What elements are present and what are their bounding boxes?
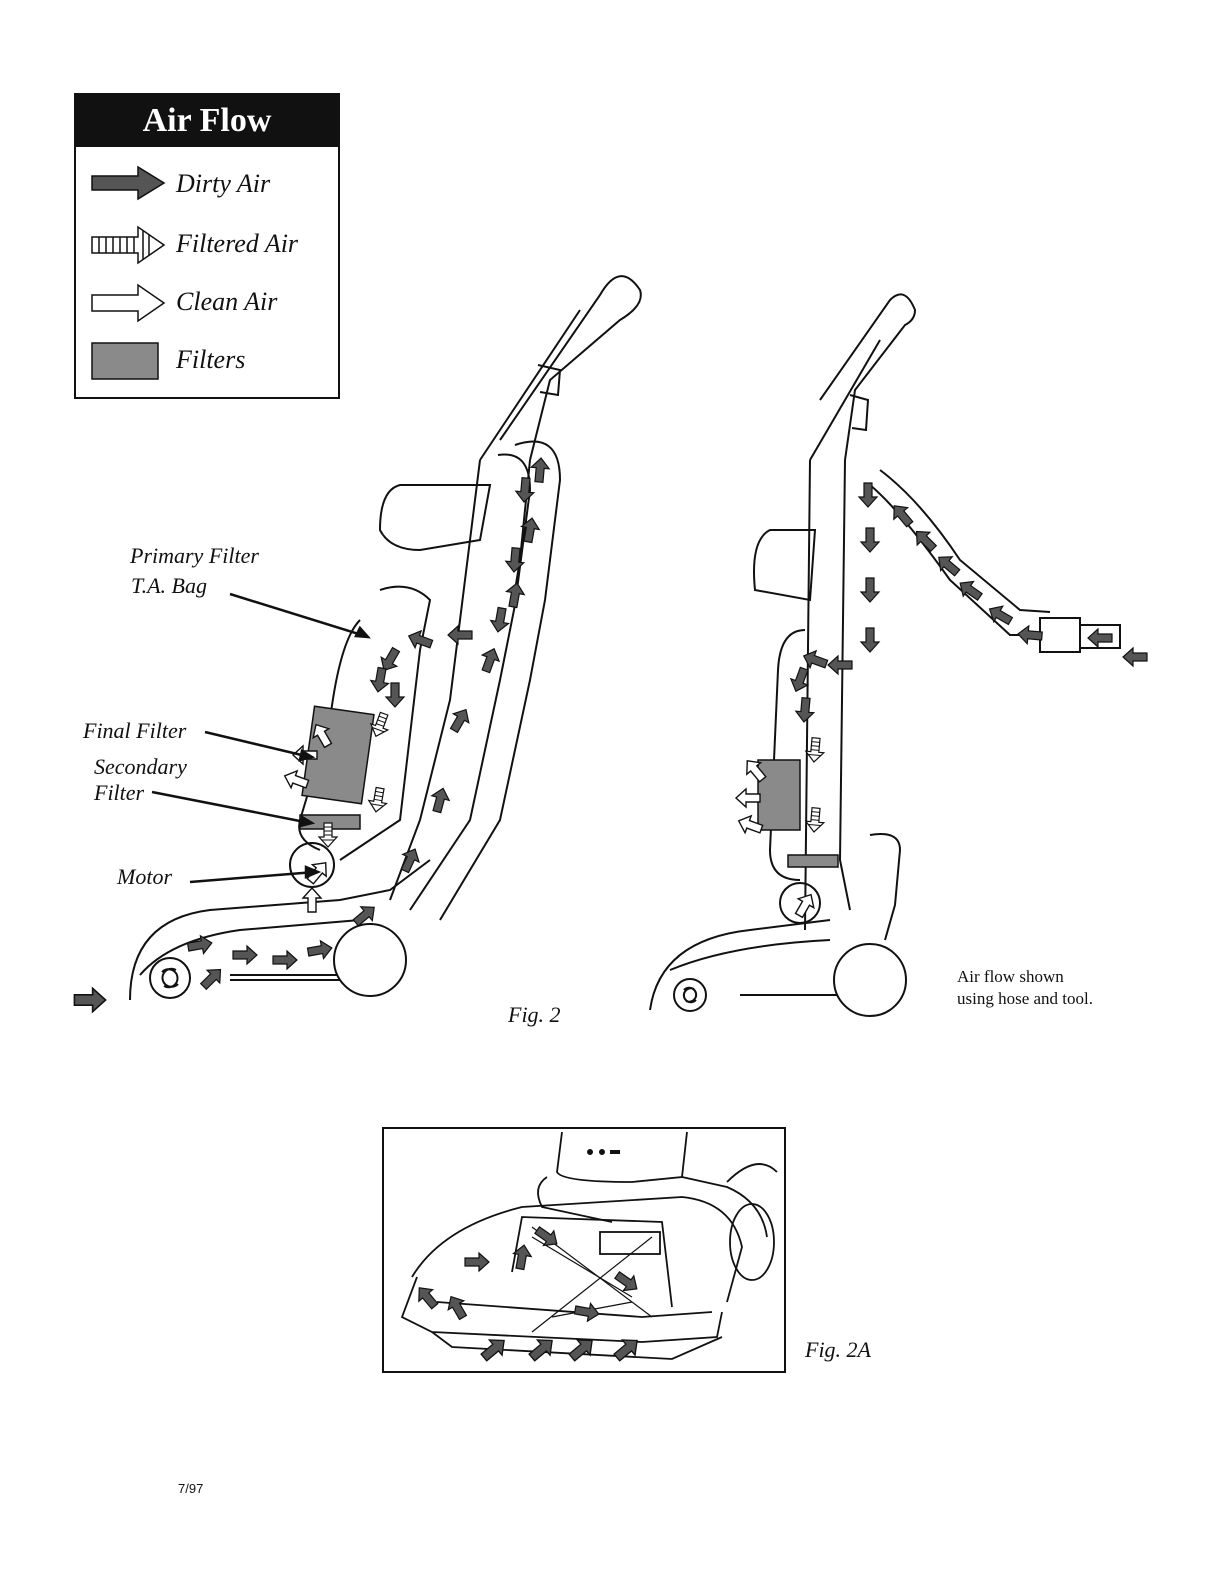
label-motor: Motor <box>117 864 172 890</box>
label-final-filter: Final Filter <box>83 718 186 744</box>
hose-note-line-1: Air flow shown <box>957 966 1064 988</box>
label-primary-filter: Primary Filter <box>130 543 259 569</box>
hose-note-line-2: using hose and tool. <box>957 988 1093 1010</box>
label-ta-bag: T.A. Bag <box>131 573 207 599</box>
label-fig-2a: Fig. 2A <box>805 1337 871 1363</box>
label-fig-2: Fig. 2 <box>508 1002 561 1028</box>
label-secondary: Secondary <box>94 754 187 780</box>
label-filter: Filter <box>94 780 144 806</box>
date-code: 7/97 <box>178 1478 203 1500</box>
